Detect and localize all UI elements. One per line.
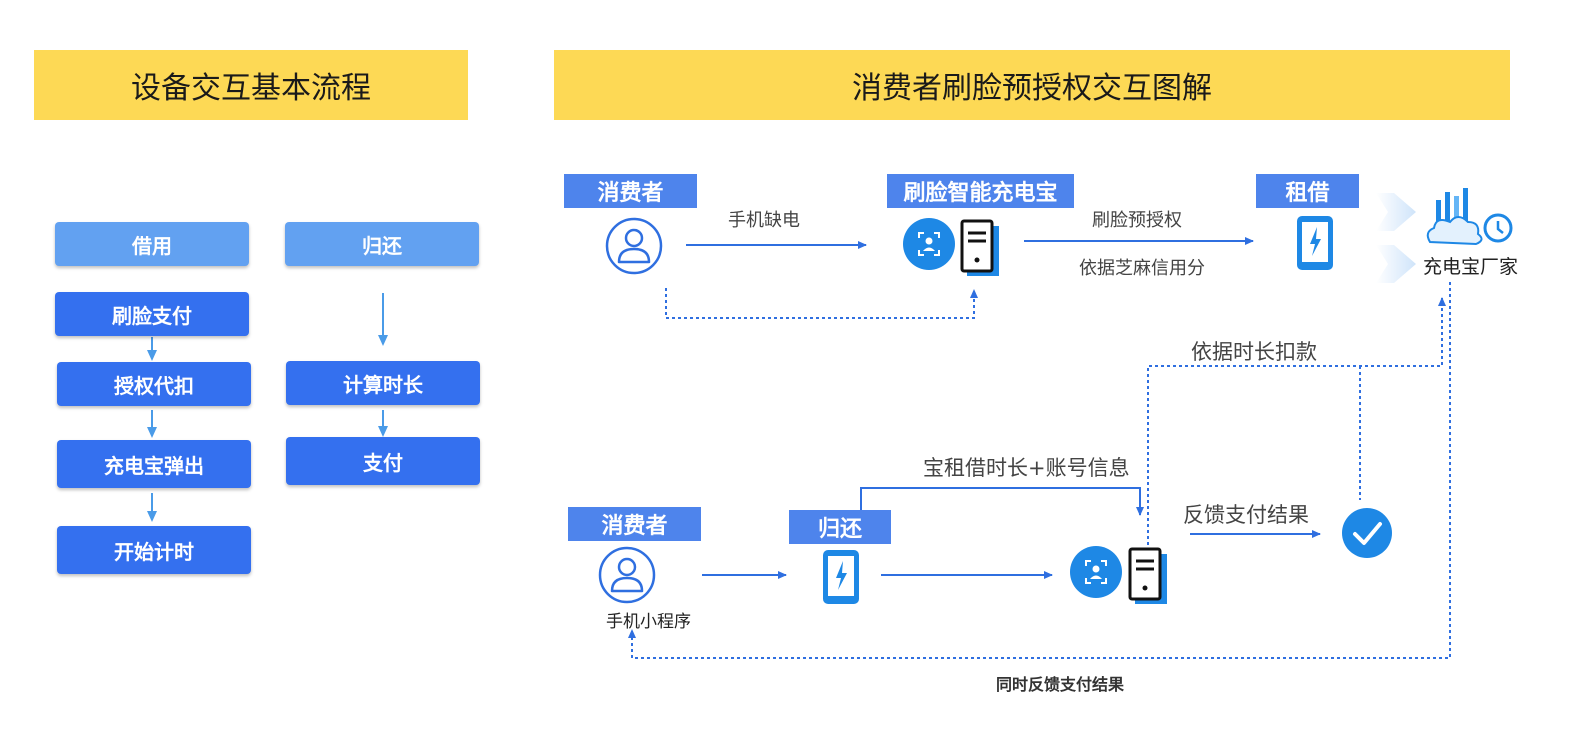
borrow-header: 借用 xyxy=(55,222,249,266)
edge-label-credit: 依据芝麻信用分 xyxy=(1079,258,1205,279)
phone-charging-icon xyxy=(823,550,859,604)
edge-label-feedback: 反馈支付结果 xyxy=(1183,503,1309,527)
borrow-step-eject: 充电宝弹出 xyxy=(57,440,251,488)
edge-label-deduct: 依据时长扣款 xyxy=(1191,340,1317,364)
power-bank-station-icon xyxy=(1128,547,1167,604)
return-step-pay: 支付 xyxy=(286,437,480,485)
edge-label-low-battery: 手机缺电 xyxy=(728,210,800,231)
left-flow-arrows xyxy=(147,293,388,522)
chevron-arrows xyxy=(1376,193,1416,283)
edge-label-preauth: 刷脸预授权 xyxy=(1092,210,1182,231)
edge-label-feedback-both: 同时反馈支付结果 xyxy=(996,675,1125,694)
mini-program-label: 手机小程序 xyxy=(606,612,691,632)
top-consumer-tag: 消费者 xyxy=(564,174,697,208)
left-panel-title: 设备交互基本流程 xyxy=(34,50,468,120)
right-panel-title: 消费者刷脸预授权交互图解 xyxy=(554,50,1510,120)
face-scan-icon xyxy=(903,218,955,270)
bottom-flow-arrows xyxy=(628,282,1451,659)
clock-icon xyxy=(1483,213,1513,243)
power-bank-station-icon xyxy=(960,219,999,276)
user-icon xyxy=(605,217,663,275)
bottom-return-tag: 归还 xyxy=(789,510,891,544)
cloud-data-icon xyxy=(1426,188,1483,246)
user-icon xyxy=(598,546,656,604)
return-header: 归还 xyxy=(285,222,479,266)
top-device-tag: 刷脸智能充电宝 xyxy=(887,174,1074,208)
edge-label-rental-info: 宝租借时长+账号信息 xyxy=(923,456,1130,480)
borrow-step-start-timer: 开始计时 xyxy=(57,526,251,574)
borrow-step-authorize: 授权代扣 xyxy=(57,362,251,406)
check-icon xyxy=(1342,508,1392,558)
top-flow-arrows xyxy=(665,237,1254,319)
top-rent-tag: 租借 xyxy=(1256,174,1359,208)
phone-charging-icon xyxy=(1297,216,1333,270)
manufacturer-label: 充电宝厂家 xyxy=(1423,256,1519,278)
borrow-step-face-pay: 刷脸支付 xyxy=(55,292,249,336)
return-step-calc-duration: 计算时长 xyxy=(286,361,480,405)
face-scan-icon xyxy=(1070,546,1122,598)
bottom-consumer-tag: 消费者 xyxy=(568,507,701,541)
